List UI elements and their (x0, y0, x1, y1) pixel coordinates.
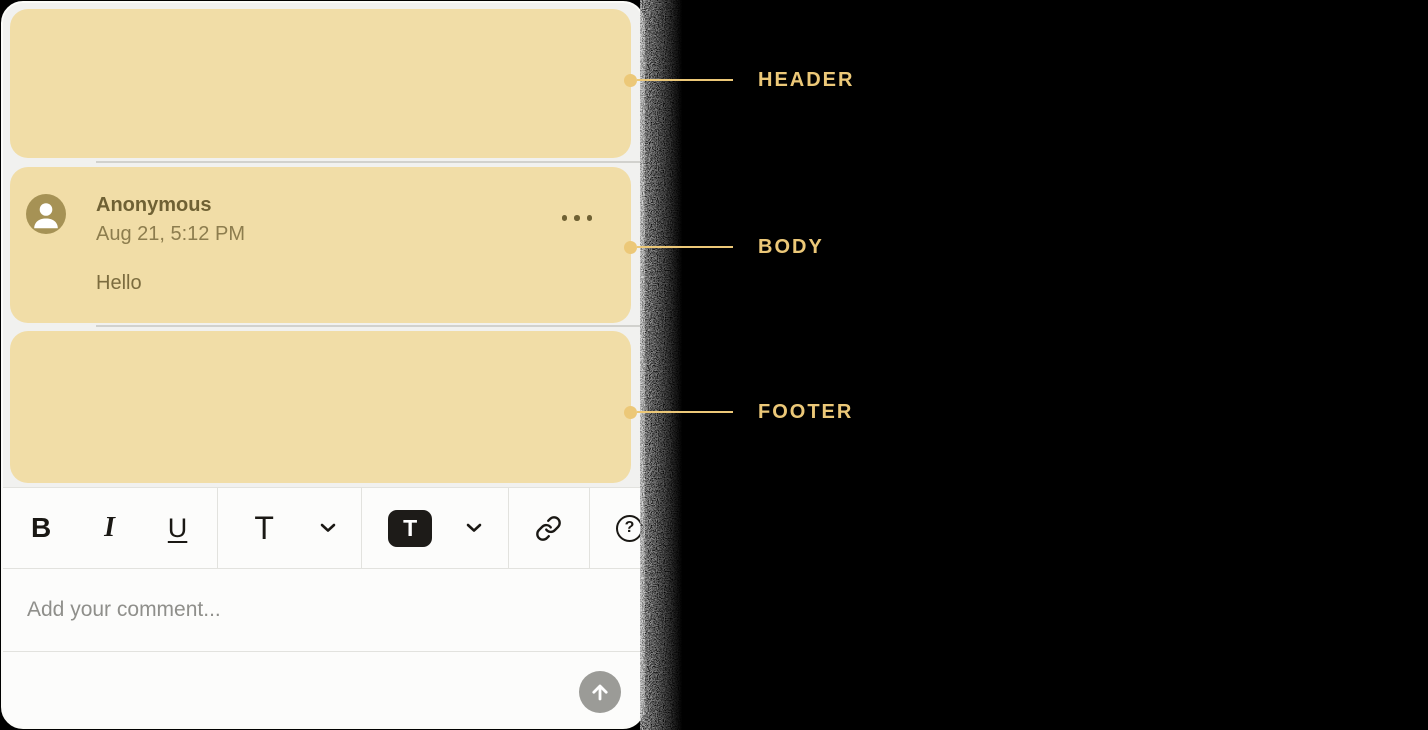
toolbar-group-text-style: T (218, 488, 363, 568)
toolbar-group-help: ? (590, 488, 643, 568)
comment-input[interactable] (3, 569, 643, 651)
chevron-down-icon[interactable] (320, 523, 336, 533)
comment-composer: B I U T T (3, 487, 643, 727)
bold-button[interactable]: B (31, 512, 52, 543)
leader-dot (624, 405, 637, 419)
link-icon[interactable] (535, 515, 562, 542)
torn-edge (640, 0, 690, 730)
comment-text: Hello (96, 272, 142, 294)
toolbar-group-link (509, 488, 590, 568)
text-color-button[interactable]: T (388, 509, 433, 547)
comment-menu-button[interactable] (556, 209, 599, 227)
separator (96, 161, 643, 163)
comment-author: Anonymous (96, 194, 212, 216)
leader-dot (624, 240, 637, 254)
annotation-label-header: HEADER (758, 69, 855, 91)
annotation-label-footer: FOOTER (758, 401, 854, 423)
header-region (10, 9, 631, 158)
person-icon (34, 203, 58, 229)
annotation-footer: FOOTER (624, 402, 853, 422)
separator (96, 325, 643, 327)
annotation-body: BODY (624, 237, 824, 257)
footer-region (10, 331, 631, 483)
send-row (3, 652, 643, 727)
ellipsis-icon (586, 215, 592, 221)
ellipsis-icon (561, 215, 567, 221)
question-circle-icon[interactable]: ? (616, 514, 643, 542)
leader-line (637, 410, 733, 414)
toolbar-group-basic: B I U (3, 488, 219, 568)
chevron-down-icon[interactable] (466, 523, 482, 533)
leader-line (637, 245, 733, 249)
underline-button[interactable]: U (167, 512, 188, 543)
formatting-toolbar: B I U T T (3, 488, 643, 569)
text-style-button[interactable]: T (254, 509, 274, 546)
comment-input-row (3, 569, 643, 652)
avatar (26, 194, 66, 234)
leader-line (637, 78, 733, 82)
annotation-header: HEADER (624, 70, 854, 90)
leader-dot (624, 73, 637, 87)
arrow-up-icon (592, 684, 608, 701)
italic-button[interactable]: I (104, 512, 115, 543)
comment-card: Anonymous Aug 21, 5:12 PM Hello (10, 167, 631, 323)
toolbar-group-text-color: T (362, 488, 509, 568)
comment-timestamp: Aug 21, 5:12 PM (96, 223, 245, 245)
send-button[interactable] (579, 671, 621, 713)
comment-panel: Anonymous Aug 21, 5:12 PM Hello B I U T (1, 1, 645, 729)
ellipsis-icon (574, 215, 580, 221)
help-glyph: ? (624, 519, 635, 536)
annotation-label-body: BODY (758, 236, 824, 258)
